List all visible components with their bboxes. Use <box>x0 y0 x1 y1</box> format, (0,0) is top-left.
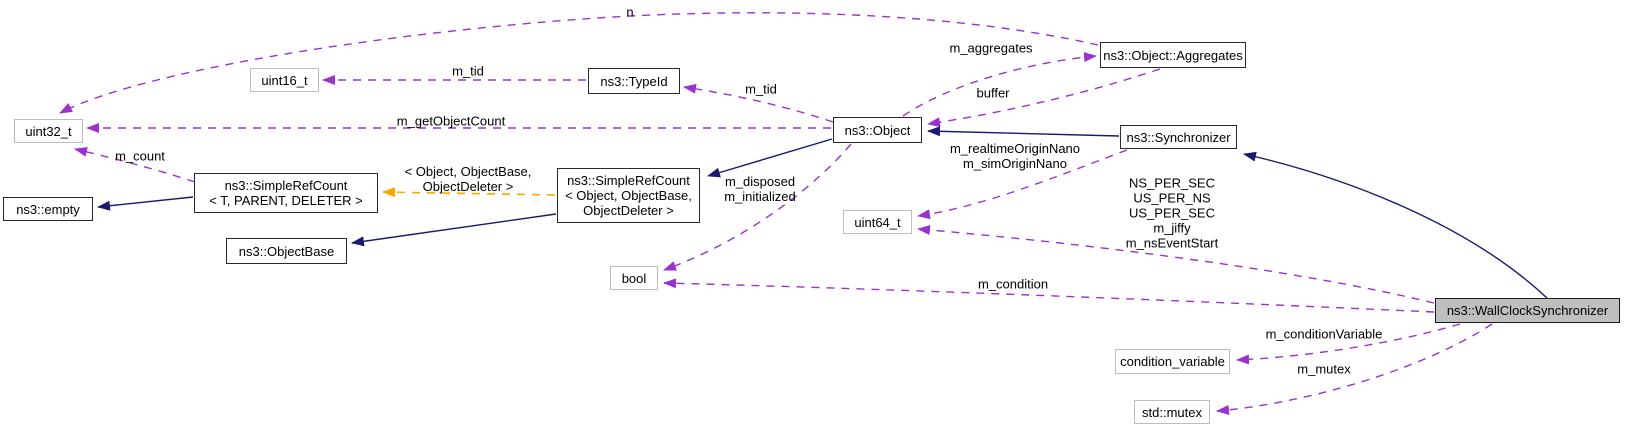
node-ns3-simplerefcount-object[interactable]: ns3::SimpleRefCount < Object, ObjectBase… <box>557 168 700 223</box>
edge-label-m-getobjectcount: m_getObjectCount <box>396 113 506 129</box>
edge-inherit-wallclock-synchronizer <box>1243 151 1548 299</box>
edge-usage-m-tid-object <box>683 83 834 123</box>
edge-label-m-conditionvariable: m_conditionVariable <box>1265 326 1383 342</box>
edge-usage-buffer <box>927 68 1161 128</box>
edge-label-m-condition: m_condition <box>977 276 1049 292</box>
edge-inherit-synchronizer-object <box>927 126 1120 137</box>
edge-label-m-disposed-initialized: m_disposed m_initialized <box>724 174 796 204</box>
edge-label-m-tid-typeid: m_tid <box>452 63 484 79</box>
edge-label-m-origin-nano: m_realtimeOriginNano m_simOriginNano <box>949 141 1081 171</box>
node-uint64-t: uint64_t <box>843 210 912 234</box>
edge-usage-m-mutex <box>1216 323 1493 415</box>
edge-label-m-mutex: m_mutex <box>1297 361 1351 377</box>
edge-usage-m-conditionvariable <box>1236 323 1461 365</box>
node-condition-variable: condition_variable <box>1115 349 1230 374</box>
edge-inherit-object-simplerefcountobj <box>707 138 833 178</box>
edge-usage-m-condition <box>663 278 1435 313</box>
node-uint16-t: uint16_t <box>250 68 319 92</box>
node-ns3-empty[interactable]: ns3::empty <box>3 197 93 221</box>
node-ns3-objectbase[interactable]: ns3::ObjectBase <box>226 238 347 264</box>
edge-usage-m-count <box>74 146 196 183</box>
edge-label-n: n <box>626 4 634 20</box>
node-std-mutex: std::mutex <box>1134 400 1210 424</box>
edge-label-wallclock-uint64-members: NS_PER_SEC US_PER_NS US_PER_SEC m_jiffy … <box>1125 175 1219 251</box>
edge-inherit-simplerefcountobj-objectbase <box>351 213 557 247</box>
edge-usage-wallclock-uint64 <box>917 225 1435 304</box>
node-ns3-wallclocksynchronizer: ns3::WallClockSynchronizer <box>1435 298 1620 323</box>
edge-inherit-simplerefcount-empty <box>97 196 194 211</box>
node-ns3-typeid[interactable]: ns3::TypeId <box>588 68 680 94</box>
node-ns3-object-aggregates[interactable]: ns3::Object::Aggregates <box>1100 42 1246 68</box>
edge-usage-m-disposed <box>663 143 852 271</box>
edge-label-m-count: m_count <box>115 148 165 164</box>
edge-label-m-aggregates: m_aggregates <box>949 40 1033 56</box>
node-ns3-simplerefcount-generic[interactable]: ns3::SimpleRefCount < T, PARENT, DELETER… <box>194 173 378 213</box>
edge-usage-m-aggregates <box>902 52 1097 117</box>
node-ns3-object[interactable]: ns3::Object <box>833 117 922 143</box>
edge-label-m-tid-object: m_tid <box>745 81 777 97</box>
edge-usage-n <box>59 12 1099 114</box>
edge-label-template-args: < Object, ObjectBase, ObjectDeleter > <box>404 164 532 194</box>
node-bool: bool <box>610 266 658 290</box>
node-ns3-synchronizer[interactable]: ns3::Synchronizer <box>1120 125 1237 149</box>
node-uint32-t: uint32_t <box>14 119 83 143</box>
edge-label-buffer: buffer <box>976 85 1010 101</box>
